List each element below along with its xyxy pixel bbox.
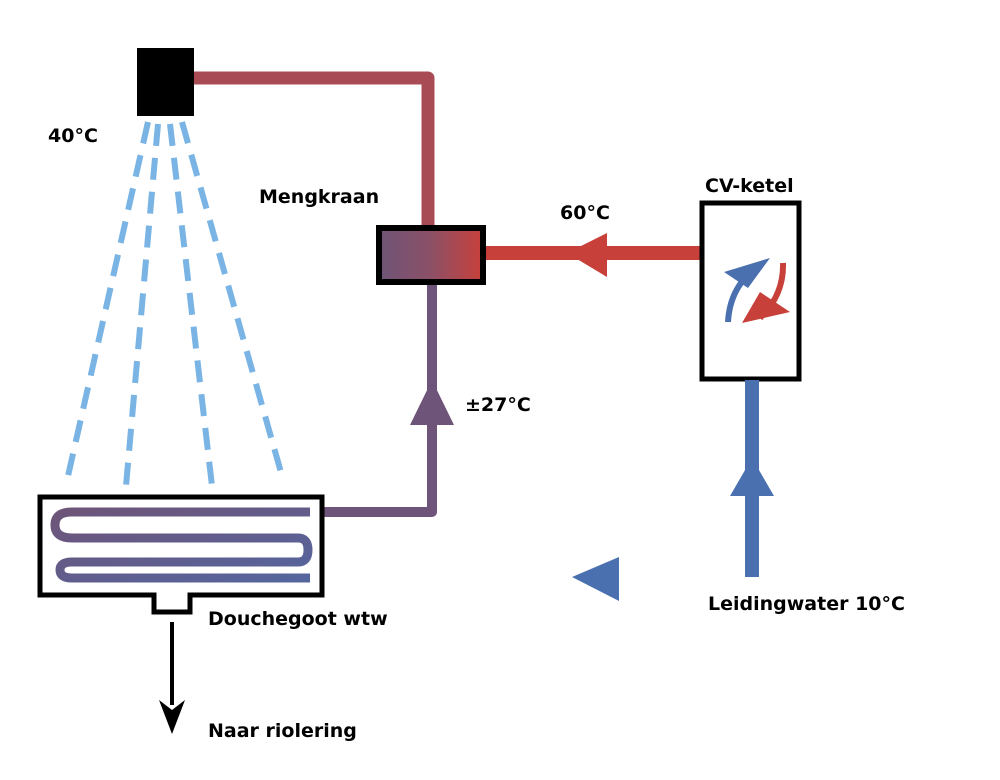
label-boiler: CV-ketel [705,175,794,197]
mixer-valve [376,225,486,285]
spray-line [65,121,151,477]
flow-arrow-hot-icon [567,233,607,277]
label-sewer: Naar riolering [208,720,357,742]
label-tap-water: Leidingwater 10°C [708,593,905,615]
spray-line [123,123,161,487]
shower-head-icon [137,48,194,116]
drain-arrow-icon [159,700,185,734]
water-spray [65,121,285,487]
heat-exchange-icon [724,258,790,323]
flow-arrow-cold-up-icon [730,458,774,496]
label-boiler-out-temp: 60°C [560,202,610,224]
label-drain: Douchegoot wtw [208,608,388,630]
label-mixer: Mengkraan [259,186,379,208]
shower-drain-box [37,494,325,615]
pipe-mixer-to-shower [194,71,435,228]
flow-arrow-cold-in-icon [572,557,619,601]
boiler-box [699,200,802,382]
flow-arrow-preheated-icon [410,380,454,425]
label-preheated-temp: ±27°C [465,394,531,416]
spray-line [179,121,285,477]
spray-line [167,123,215,487]
label-shower-temp: 40°C [48,125,98,147]
pipe-preheated-to-mixer [300,285,437,517]
heat-exchanger-coil [50,507,313,583]
